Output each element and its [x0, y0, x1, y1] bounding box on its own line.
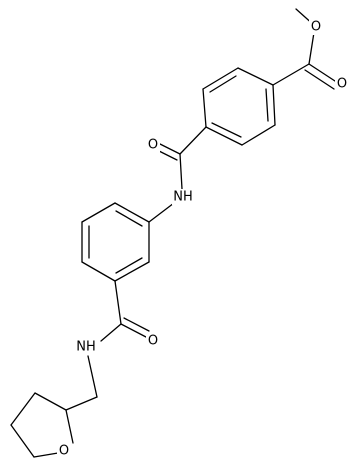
ester-ether-oxygen-label: O — [311, 20, 321, 35]
bond-ester-carbonyl — [308, 63, 339, 84]
thf-ring-bond — [34, 392, 67, 411]
ring2-bond — [114, 202, 150, 223]
ring2-bond — [81, 261, 116, 282]
amide2-nh-label: NH — [76, 340, 96, 355]
ring1-bond — [272, 84, 276, 126]
ring1-bond — [205, 126, 243, 146]
thf-ring-bond — [65, 409, 74, 444]
ring2-bond — [114, 261, 150, 282]
bond-amide1-carbon-nitrogen — [179, 153, 183, 190]
ring1-bond — [202, 88, 207, 128]
amide1-nh-label: NH — [173, 190, 193, 205]
ring1-inner-double — [265, 88, 269, 122]
ester-carbonyl-oxygen-label: O — [337, 77, 347, 92]
bond-ester-to-ring — [272, 63, 310, 86]
ring1-bond — [202, 67, 239, 90]
ring1-inner-double — [211, 122, 242, 138]
bonds — [10, 8, 339, 458]
bond-ch2-thf — [65, 396, 98, 411]
ring2-inner-double — [115, 257, 143, 274]
amide2-oxygen-label: O — [148, 334, 158, 349]
ring2-bond — [81, 202, 116, 223]
bond-amide1-carbonyl-second — [156, 149, 178, 161]
thf-ring-bond — [33, 452, 59, 458]
ring1-inner-double — [209, 75, 237, 93]
bond-amide2-carbonyl — [120, 323, 147, 338]
bond-amide1-carbonyl — [159, 143, 181, 155]
ring2-inner-double — [115, 210, 143, 227]
thf-oxygen-label: O — [59, 444, 69, 459]
bond-amide2-carbonyl-second — [123, 317, 150, 332]
amide1-oxygen-label: O — [148, 138, 158, 153]
bond-nitrogen-ch2 — [87, 355, 98, 398]
bond-ring-amide1-carbon — [179, 126, 207, 155]
bond-ester-carbonyl-second — [304, 69, 335, 90]
bond-nitrogen-ring2 — [148, 202, 175, 223]
thf-ring-bond — [10, 424, 35, 458]
ring1-bond — [241, 124, 276, 146]
bond-amide2-carbon-nitrogen — [100, 323, 122, 342]
ring1-bond — [237, 67, 274, 86]
thf-ring-bond — [10, 392, 36, 426]
bond-ring2-amide2-carbon — [114, 280, 122, 325]
atom-labels: O O O NH O NH O — [57, 19, 349, 459]
